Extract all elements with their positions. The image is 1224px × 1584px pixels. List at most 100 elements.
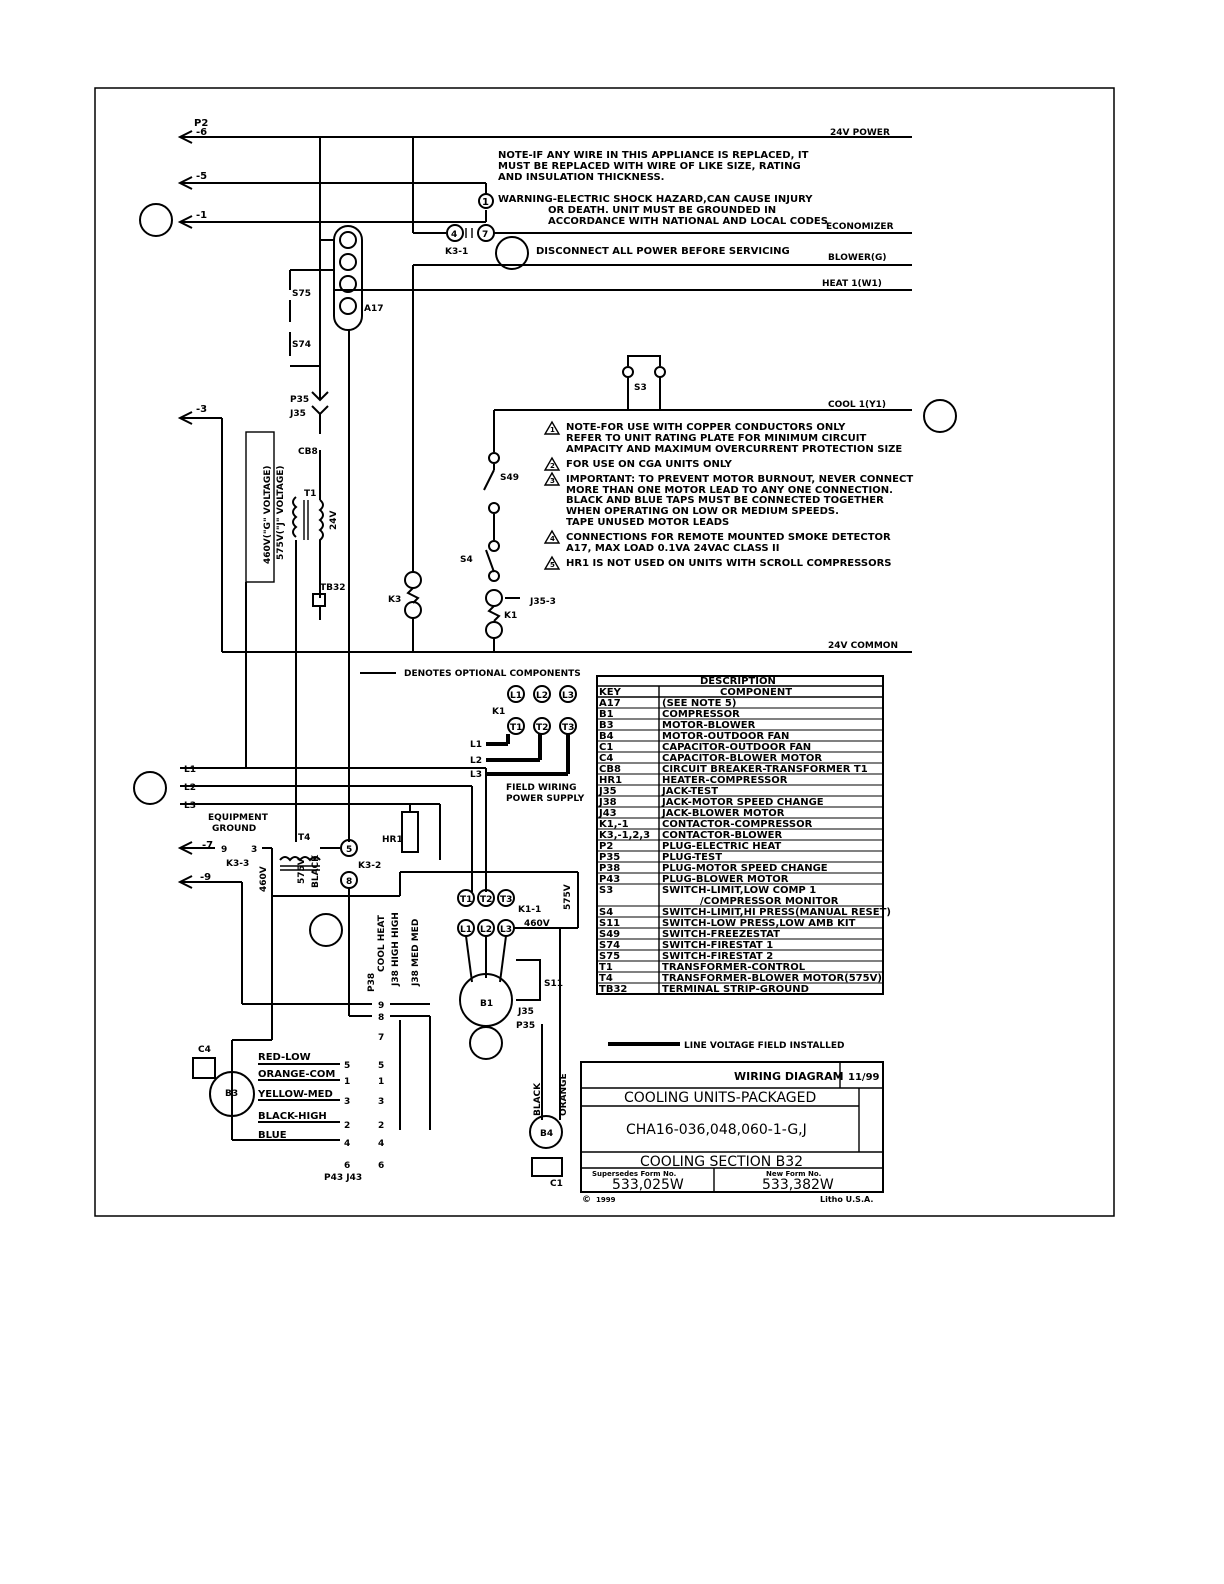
table-key: S3 [599, 885, 613, 896]
svg-text:COOLING SECTION B32: COOLING SECTION B32 [640, 1154, 803, 1170]
table-key: S11 [599, 918, 620, 929]
svg-text:CONNECTIONS FOR REMOTE MOUNTED: CONNECTIONS FOR REMOTE MOUNTED SMOKE DET… [566, 532, 891, 543]
svg-text:9: 9 [378, 1001, 384, 1011]
svg-text:P43 J43: P43 J43 [324, 1173, 362, 1183]
svg-text:T1: T1 [510, 723, 522, 733]
ref-circle [923, 399, 957, 433]
table-component: SWITCH-LIMIT,HI PRESS(MANUAL RESET) [662, 907, 891, 918]
svg-text:©: © [582, 1195, 591, 1205]
table-component: TRANSFORMER-BLOWER MOTOR(575V) [662, 973, 882, 984]
svg-text:ORANGE-COM: ORANGE-COM [258, 1069, 335, 1080]
svg-text:C1: C1 [550, 1179, 563, 1189]
table-component: (SEE NOTE 5) [662, 698, 736, 709]
table-key: K1,-1 [599, 819, 629, 830]
svg-text:GROUND: GROUND [212, 824, 256, 834]
table-component: MOTOR-BLOWER [662, 720, 756, 731]
svg-text:P35: P35 [516, 1021, 535, 1031]
svg-text:EQUIPMENT: EQUIPMENT [208, 813, 269, 823]
svg-text:24V POWER: 24V POWER [830, 128, 890, 138]
table-component: PLUG-ELECTRIC HEAT [662, 841, 781, 852]
ref-circle [139, 203, 173, 237]
svg-text:L2: L2 [184, 783, 196, 793]
table-component: TERMINAL STRIP-GROUND [662, 984, 809, 995]
svg-text:WIRING DIAGRAM: WIRING DIAGRAM [734, 1070, 844, 1083]
svg-text:IMPORTANT: TO PREVENT MOTOR BU: IMPORTANT: TO PREVENT MOTOR BURNOUT, NEV… [566, 474, 913, 485]
svg-text:ORANGE: ORANGE [559, 1073, 569, 1116]
svg-text:S49: S49 [500, 473, 519, 483]
svg-text:T3: T3 [562, 723, 574, 733]
svg-text:ECONOMIZER: ECONOMIZER [826, 222, 894, 232]
svg-text:C4: C4 [198, 1045, 211, 1055]
table-key: T1 [599, 962, 613, 973]
svg-text:575V("J" VOLTAGE): 575V("J" VOLTAGE) [276, 466, 286, 560]
svg-text:T2: T2 [480, 895, 492, 905]
svg-text:4: 4 [451, 230, 457, 240]
svg-text:J35: J35 [517, 1007, 534, 1017]
table-component: CAPACITOR-OUTDOOR FAN [662, 742, 811, 753]
svg-text:-5: -5 [196, 171, 207, 182]
svg-text:8: 8 [346, 877, 352, 887]
svg-text:HR1: HR1 [382, 835, 403, 845]
svg-text:1: 1 [378, 1077, 384, 1087]
table-component-cont: /COMPRESSOR MONITOR [700, 896, 839, 907]
table-component: CONTACTOR-COMPRESSOR [662, 819, 813, 830]
table-key: S74 [599, 940, 620, 951]
svg-text:-6: -6 [196, 127, 207, 138]
svg-text:OR DEATH. UNIT MUST BE GROUNDE: OR DEATH. UNIT MUST BE GROUNDED IN [548, 205, 776, 216]
table-component: COMPRESSOR [662, 709, 740, 720]
svg-text:2: 2 [550, 462, 555, 470]
ref-circle [133, 771, 167, 805]
svg-text:DESCRIPTION: DESCRIPTION [700, 676, 776, 687]
svg-text:5: 5 [344, 1061, 350, 1071]
svg-text:6: 6 [378, 1161, 384, 1171]
table-key: B4 [599, 731, 614, 742]
table-component: SWITCH-FIRESTAT 1 [662, 940, 773, 951]
table-key: A17 [599, 698, 621, 709]
table-key: TB32 [599, 984, 627, 995]
svg-text:K3-3: K3-3 [226, 859, 249, 869]
svg-text:Supersedes Form No.: Supersedes Form No. [592, 1170, 676, 1178]
svg-text:3: 3 [344, 1097, 350, 1107]
svg-text:K1: K1 [492, 707, 505, 717]
svg-text:K1: K1 [504, 611, 517, 621]
table-component: MOTOR-OUTDOOR FAN [662, 731, 789, 742]
svg-text:4: 4 [344, 1139, 350, 1149]
svg-text:AND INSULATION THICKNESS.: AND INSULATION THICKNESS. [498, 172, 664, 183]
svg-text:NOTE-IF ANY WIRE IN THIS APPLI: NOTE-IF ANY WIRE IN THIS APPLIANCE IS RE… [498, 150, 809, 161]
svg-text:K3-2: K3-2 [358, 861, 381, 871]
svg-text:1999: 1999 [596, 1196, 616, 1204]
svg-text:POWER SUPPLY: POWER SUPPLY [506, 794, 585, 804]
svg-text:BLOWER(G): BLOWER(G) [828, 253, 887, 263]
svg-text:BLACK: BLACK [311, 854, 321, 888]
svg-text:L3: L3 [470, 770, 482, 780]
svg-text:24V COMMON: 24V COMMON [828, 641, 898, 651]
svg-text:3: 3 [550, 477, 555, 485]
svg-text:P38: P38 [367, 973, 377, 992]
svg-text:24V: 24V [329, 510, 339, 530]
svg-text:BLACK-HIGH: BLACK-HIGH [258, 1111, 327, 1122]
a17-smoke-detector [333, 225, 363, 331]
svg-text:-3: -3 [196, 404, 207, 415]
svg-text:S75: S75 [292, 289, 311, 299]
table-key: B3 [599, 720, 614, 731]
svg-text:460V: 460V [524, 919, 550, 929]
svg-text:1: 1 [344, 1077, 350, 1087]
svg-text:ACCORDANCE WITH NATIONAL AND L: ACCORDANCE WITH NATIONAL AND LOCAL CODES [548, 216, 828, 227]
svg-text:T1: T1 [304, 489, 316, 499]
svg-text:COOLING UNITS-PACKAGED: COOLING UNITS-PACKAGED [624, 1090, 816, 1106]
table-key: S4 [599, 907, 613, 918]
svg-text:4: 4 [378, 1139, 384, 1149]
svg-text:6: 6 [344, 1161, 350, 1171]
svg-text:WARNING-ELECTRIC SHOCK HAZARD,: WARNING-ELECTRIC SHOCK HAZARD,CAN CAUSE … [498, 194, 813, 205]
table-key: HR1 [599, 775, 622, 786]
svg-text:L2: L2 [480, 925, 492, 935]
svg-text:8: 8 [378, 1013, 384, 1023]
svg-text:J35-3: J35-3 [529, 597, 556, 607]
svg-text:7: 7 [482, 230, 488, 240]
svg-text:T3: T3 [500, 895, 512, 905]
svg-text:S74: S74 [292, 340, 311, 350]
svg-text:5: 5 [550, 561, 555, 569]
svg-text:HEAT 1(W1): HEAT 1(W1) [822, 279, 882, 289]
svg-text:S3: S3 [634, 383, 647, 393]
svg-text:P35: P35 [290, 395, 309, 405]
